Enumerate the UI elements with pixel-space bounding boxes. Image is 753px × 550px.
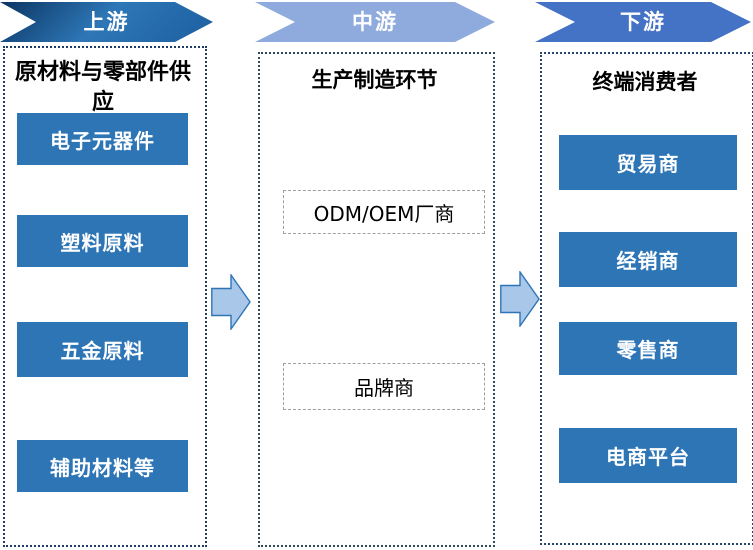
flow-arrow-upstream-to-midstream	[211, 274, 251, 330]
header-chevron-midstream: 中游	[255, 2, 495, 42]
upstream-item-plastic-materials: 塑料原料	[17, 215, 188, 267]
midstream-item-odm-oem-manufacturers: ODM/OEM厂商	[283, 190, 485, 234]
midstream-title: 生产制造环节	[311, 68, 438, 92]
upstream-item-electronic-components: 电子元器件	[17, 113, 188, 165]
upstream-title: 原材料与零部件供应	[14, 60, 191, 115]
header-chevron-upstream: 上游	[0, 2, 213, 42]
midstream-container	[258, 52, 495, 547]
flow-arrow-midstream-to-downstream	[500, 271, 540, 327]
downstream-item-distributors: 经销商	[559, 232, 737, 287]
upstream-item-auxiliary-materials: 辅助材料等	[17, 440, 188, 492]
downstream-title: 终端消费者	[592, 70, 698, 94]
downstream-item-retailers: 零售商	[559, 322, 737, 375]
header-label-midstream: 中游	[352, 10, 398, 34]
header-chevron-downstream: 下游	[535, 2, 751, 42]
header-label-upstream: 上游	[83, 10, 130, 34]
upstream-item-hardware-materials: 五金原料	[17, 322, 188, 377]
header-label-downstream: 下游	[620, 10, 666, 34]
midstream-item-brand-owners: 品牌商	[283, 363, 485, 410]
downstream-item-ecommerce-platforms: 电商平台	[559, 428, 737, 483]
downstream-item-traders: 贸易商	[559, 135, 737, 190]
